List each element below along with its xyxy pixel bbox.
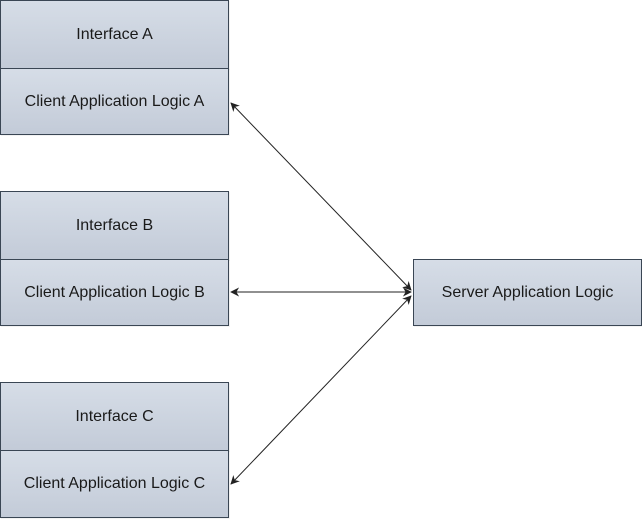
client-logic-b-label: Client Application Logic B xyxy=(24,283,205,301)
arrow-c-to-server xyxy=(230,295,412,485)
interface-b-box: Interface B xyxy=(0,191,229,260)
interface-a-box: Interface A xyxy=(0,0,229,69)
client-logic-c-label: Client Application Logic C xyxy=(23,475,206,492)
client-logic-c-box: Client Application Logic C xyxy=(0,450,229,518)
client-logic-a-label: Client Application Logic A xyxy=(24,92,205,110)
client-logic-b-box: Client Application Logic B xyxy=(0,259,229,326)
arrow-a-to-server xyxy=(230,102,412,291)
client-logic-a-box: Client Application Logic A xyxy=(0,68,229,135)
interface-b-label: Interface B xyxy=(75,216,154,234)
server-logic-label: Server Application Logic xyxy=(441,283,614,301)
interface-c-box: Interface C xyxy=(0,382,229,451)
interface-c-label: Interface C xyxy=(75,407,154,425)
server-logic-box: Server Application Logic xyxy=(413,259,642,326)
interface-a-label: Interface A xyxy=(76,25,153,43)
